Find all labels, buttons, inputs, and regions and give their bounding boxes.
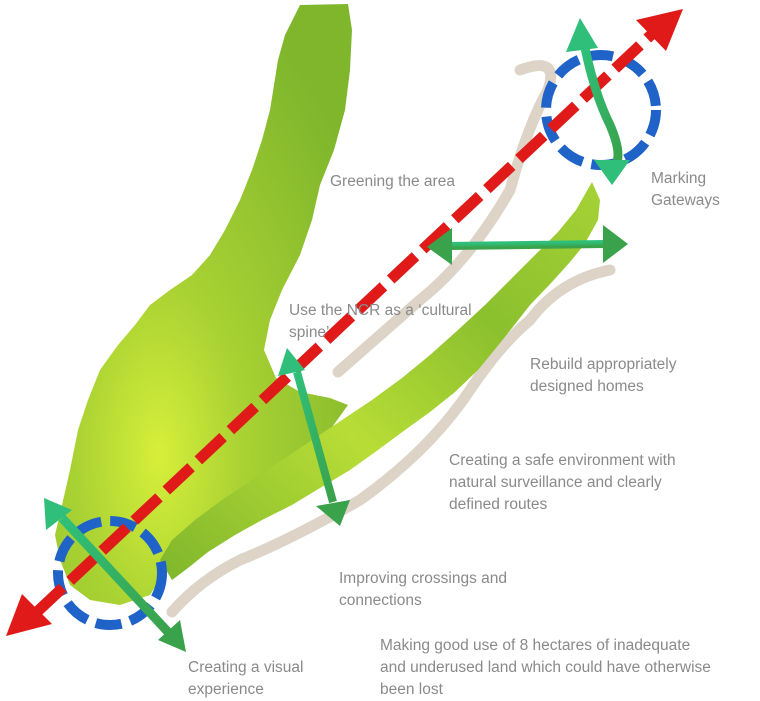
connection-arrow-visual	[44, 498, 186, 652]
label-land-use: Making good use of 8 hectares of inadequ…	[380, 635, 711, 701]
label-gateways: Marking Gateways	[651, 168, 720, 212]
label-homes-line-1: Rebuild appropriately	[530, 356, 677, 373]
label-crossings: Improving crossings and connections	[339, 568, 507, 612]
green-land-north	[55, 4, 352, 605]
label-gateways-line-2: Gateways	[651, 192, 720, 209]
label-land-line-1: Making good use of 8 hectares of inadequ…	[380, 637, 691, 654]
gateway-ring-south	[53, 516, 167, 630]
connection-arrow-crossing-east	[427, 225, 628, 265]
label-land-line-2: and underused land which could have othe…	[380, 659, 711, 676]
label-visual-line-2: experience	[188, 681, 264, 698]
spine-arrowhead-southwest	[6, 594, 52, 636]
label-safe-line-1: Creating a safe environment with	[449, 452, 676, 469]
buffer-strip-south	[166, 264, 616, 618]
label-spine-line-2: spine’	[289, 324, 330, 341]
connection-arrow-crossing-west	[278, 348, 350, 526]
label-safe-line-3: defined routes	[449, 496, 548, 513]
label-homes: Rebuild appropriately designed homes	[530, 354, 676, 398]
label-greening-line-1: Greening the area	[330, 173, 455, 190]
label-greening: Greening the area	[330, 171, 455, 193]
label-homes-line-2: designed homes	[530, 378, 644, 395]
label-land-line-3: been lost	[380, 681, 443, 698]
label-spine-line-1: Use the NCR as a ‘cultural	[289, 302, 472, 319]
label-crossings-line-2: connections	[339, 592, 422, 609]
label-visual-line-1: Creating a visual	[188, 659, 304, 676]
spine-arrowhead-northeast	[636, 9, 683, 51]
label-safe-line-2: natural surveillance and clearly	[449, 474, 662, 491]
connection-arrow-gateway	[566, 18, 630, 185]
label-gateways-line-1: Marking	[651, 170, 707, 187]
label-crossings-line-1: Improving crossings and	[339, 570, 507, 587]
green-land-south	[160, 182, 600, 580]
buffer-strip-north	[332, 60, 557, 378]
label-visual-experience: Creating a visual experience	[188, 657, 303, 701]
cultural-spine-arrow	[34, 29, 656, 616]
label-safe-environment: Creating a safe environment with natural…	[449, 450, 676, 516]
label-spine: Use the NCR as a ‘cultural spine’	[289, 300, 472, 344]
